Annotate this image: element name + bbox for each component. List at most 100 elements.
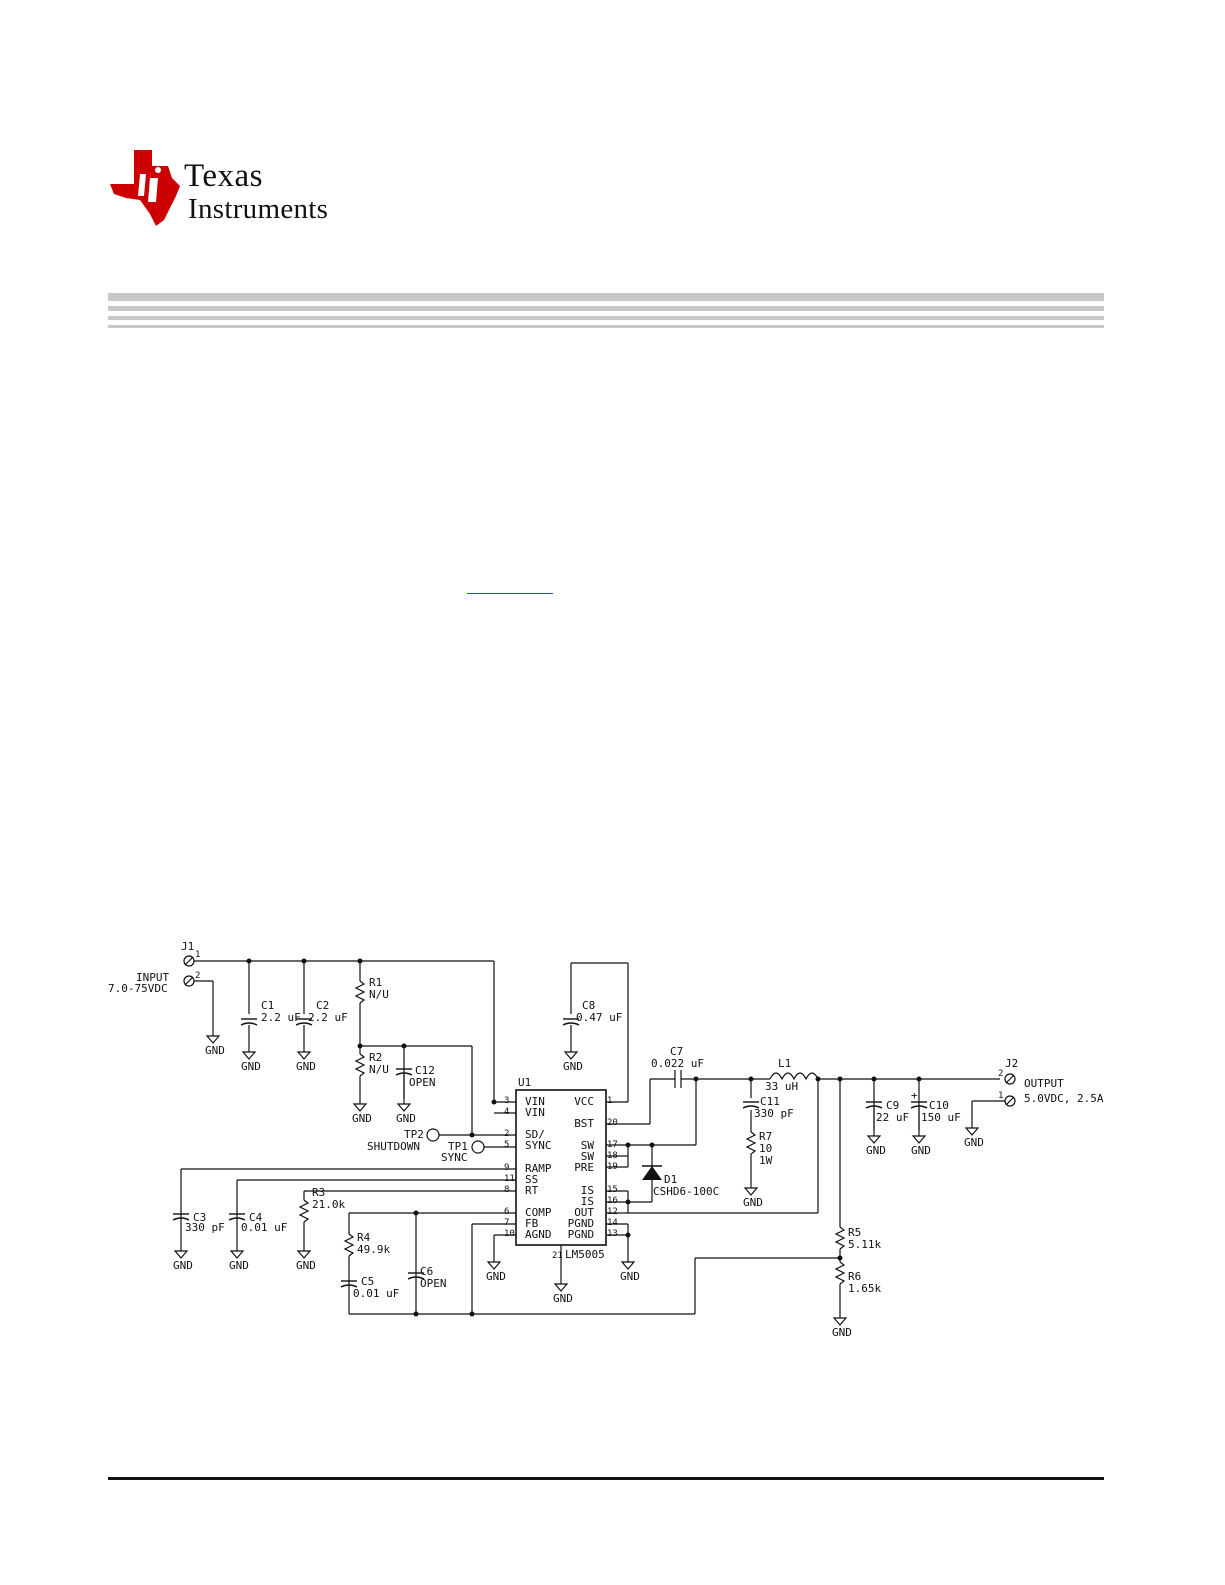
brand-line2: Instruments [188, 193, 329, 225]
component-value-c7: 0.022 uF [651, 1057, 704, 1070]
component-ref-r7: R7 [759, 1130, 772, 1143]
ic-pin-name-right: PGND [568, 1228, 595, 1241]
schematic-diagram: J1 INPUT 7.0-75VDC 1 2 J2 OUTPUT 5.0VDC,… [108, 940, 1104, 1339]
ic-pin-name-left: VIN [525, 1106, 545, 1119]
tp1-ref: TP1 [448, 1140, 468, 1153]
ic-pin-name-right: VCC [574, 1095, 594, 1108]
component-value-r4: 49.9k [357, 1243, 390, 1256]
component-ref-c9: C9 [886, 1099, 899, 1112]
component-polarity-c10: + [911, 1089, 918, 1102]
component-value-c11: 330 pF [754, 1107, 794, 1120]
brand-line1: Texas [184, 158, 263, 194]
component-value-r7: 10 [759, 1142, 772, 1155]
ic-pin-name-right: SW [581, 1139, 595, 1152]
component-value-c12: OPEN [409, 1076, 436, 1089]
component-value-c3: 330 pF [185, 1221, 225, 1234]
component-value-l1: 33 uH [765, 1080, 798, 1093]
j2-label1: OUTPUT [1024, 1077, 1064, 1090]
ic-pin-num-right: 15 [607, 1185, 618, 1195]
ic-pin-name-left: RT [525, 1184, 539, 1197]
j1-ref: J1 [181, 940, 194, 953]
ic-pin-num-left: 4 [504, 1107, 509, 1117]
component-ref-c3: C3 [193, 1211, 206, 1224]
ic-pin-name-right: SW [581, 1150, 595, 1163]
gnd-label: GND [352, 1112, 372, 1125]
ic-pin-num-left: 3 [504, 1096, 509, 1106]
gnd-label: GND [911, 1144, 931, 1157]
component-ref-c2: C2 [316, 999, 329, 1012]
j2-label2: 5.0VDC, 2.5A [1024, 1092, 1104, 1105]
component-ref-c5: C5 [361, 1275, 374, 1288]
component-ref-r5: R5 [848, 1226, 861, 1239]
tp2-ref: TP2 [404, 1128, 424, 1141]
component-ref-d1: D1 [664, 1173, 677, 1186]
component-value-c6: OPEN [420, 1277, 447, 1290]
tp2-label: SHUTDOWN [367, 1140, 420, 1153]
ic-pin-name-right: PGND [568, 1217, 595, 1230]
gnd-label: GND [296, 1060, 316, 1073]
component-value-r5: 5.11k [848, 1238, 881, 1251]
gnd-label: GND [832, 1326, 852, 1339]
gnd-label: GND [205, 1044, 225, 1057]
component-ref-r6: R6 [848, 1270, 861, 1283]
ic-pin-num-right: 13 [607, 1229, 618, 1239]
j2-ref: J2 [1005, 1057, 1018, 1070]
component-ref-c6: C6 [420, 1265, 433, 1278]
gnd-label: GND [396, 1112, 416, 1125]
hyperlink-underline[interactable] [467, 593, 553, 594]
ic-pin-num-right: 17 [607, 1140, 618, 1150]
ic-pin-num-right: 18 [607, 1151, 618, 1161]
ic-pin-name-right: BST [574, 1117, 594, 1130]
gnd-label: GND [866, 1144, 886, 1157]
component-ref-r1: R1 [369, 976, 382, 989]
ic-pin-num-left: 6 [504, 1207, 509, 1217]
component-ref-r2: R2 [369, 1051, 382, 1064]
component-ref-c11: C11 [760, 1095, 780, 1108]
j1-pin1: 1 [195, 950, 200, 960]
ic-pin-num-left: 5 [504, 1140, 509, 1150]
component-value-c10: 150 uF [921, 1111, 961, 1124]
ic-pin-num-right: 19 [607, 1162, 618, 1172]
header-rule-4 [108, 325, 1104, 328]
component-extra-r7: 1W [759, 1154, 773, 1167]
j2-pin1: 2 [998, 1069, 1003, 1079]
component-ref-c10: C10 [929, 1099, 949, 1112]
component-ref-c8: C8 [582, 999, 595, 1012]
ic-pin-name-left: FB [525, 1217, 539, 1230]
footer-rule [108, 1477, 1104, 1480]
gnd-label: GND [743, 1196, 763, 1209]
component-ref-c1: C1 [261, 999, 274, 1012]
gnd-label: GND [296, 1259, 316, 1272]
ic-pin-name-left: RAMP [525, 1162, 552, 1175]
component-value-r3: 21.0k [312, 1198, 345, 1211]
component-value-r1: N/U [369, 988, 389, 1001]
component-value-r6: 1.65k [848, 1282, 881, 1295]
ic-pin-name-right: IS [581, 1184, 594, 1197]
gnd-label: GND [173, 1259, 193, 1272]
ic-pin-name-right: PRE [574, 1161, 594, 1174]
component-value-c4: 0.01 uF [241, 1221, 287, 1234]
component-value-c9: 22 uF [876, 1111, 909, 1124]
component-ref-r4: R4 [357, 1231, 371, 1244]
component-value-c5: 0.01 uF [353, 1287, 399, 1300]
j1-pin2: 2 [195, 971, 200, 981]
gnd-label: GND [553, 1292, 573, 1305]
ic-pin-name-right: IS [581, 1195, 594, 1208]
ic-pin-name-left: VIN [525, 1095, 545, 1108]
j1-label1: INPUT [136, 971, 169, 984]
gnd-label: GND [964, 1136, 984, 1149]
ic-pin-num-right: 20 [607, 1118, 618, 1128]
component-value-r2: N/U [369, 1063, 389, 1076]
gnd-label: GND [229, 1259, 249, 1272]
ti-logo-icon [110, 150, 180, 226]
ic-pin-num-right: 14 [607, 1218, 618, 1228]
ic-pin-name-left: SS [525, 1173, 538, 1186]
header-rule-2 [108, 306, 1104, 311]
component-value-c2: 2.2 uF [308, 1011, 348, 1024]
component-ref-r3: R3 [312, 1186, 325, 1199]
ic-pin-num-left: 8 [504, 1185, 509, 1195]
gnd-label: GND [563, 1060, 583, 1073]
ic-pin-num-left: 9 [504, 1163, 509, 1173]
gnd-label: GND [620, 1270, 640, 1283]
ic-pin-num-right: 1 [607, 1096, 612, 1106]
